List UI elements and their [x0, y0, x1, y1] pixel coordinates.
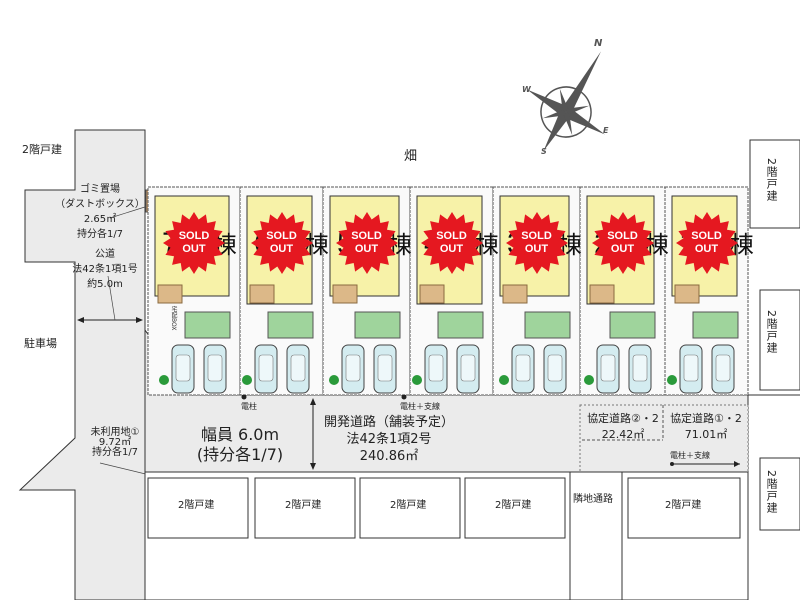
dev-road-law: 法42条1項2号 [346, 432, 432, 447]
unused-land-title: 未利用地① [90, 427, 140, 438]
adjacent-path-label: 隣地通路 [573, 494, 613, 505]
public-road-law: 法42条1項1号 [72, 264, 138, 275]
terrace [419, 284, 445, 304]
terrace [502, 284, 528, 304]
unused-land-area: 9.72㎡ [98, 437, 132, 448]
compass-w: W [522, 85, 531, 94]
out-text: OUT [182, 243, 206, 255]
parking-label: 駐車場 [24, 337, 57, 350]
tree-icon [412, 375, 422, 385]
compass-icon [527, 51, 605, 151]
sold-text: SOLD [436, 230, 467, 242]
agreement-road-1-label: 協定道路①・2 [670, 412, 742, 425]
unused-land-label: 未利用地① 9.72㎡ 持分各1/7 [70, 428, 160, 458]
garbage-area: 2.65㎡ [83, 214, 117, 225]
delivery-box-label: 宅配BOX [170, 306, 177, 331]
compass-s: S [541, 147, 547, 156]
agreement-road-1-area: 71.01㎡ [684, 428, 728, 441]
terrace [332, 284, 358, 304]
out-text: OUT [694, 243, 719, 255]
agreement-road-2-label: 協定道路②・2 [587, 412, 659, 425]
sold-text: SOLD [351, 230, 382, 242]
tree-icon [242, 375, 252, 385]
pole-guy-label: 電柱＋支線 [400, 402, 440, 411]
public-road-width: 約5.0m [87, 279, 123, 290]
neighbor-house-top-left: 2階戸建 [22, 143, 62, 156]
utility-pole-icon [401, 394, 407, 400]
dev-road-label: 開発道路（舗装予定） 法42条1項2号 240.86㎡ [314, 414, 464, 465]
agreement-road-area [579, 404, 749, 473]
lawn [692, 311, 739, 339]
sold-text: SOLD [521, 230, 552, 242]
lawn [354, 311, 401, 339]
road-width: 幅員 6.0m [200, 425, 280, 444]
compass-e: E [603, 126, 609, 135]
pole-label: 電柱 [241, 402, 257, 411]
neighbor-house-bottom-3: 2階戸建 [390, 500, 427, 511]
garbage-share: 持分各1/7 [76, 229, 124, 240]
dev-road-title: 開発道路（舗装予定） [323, 415, 454, 430]
unused-land-share: 持分各1/7 [91, 447, 139, 458]
pole-guy-label-right: 電柱＋支線 [670, 451, 710, 460]
starburst-icon [420, 212, 483, 274]
out-text: OUT [439, 243, 464, 255]
garbage-sub: （ダストボックス） [55, 199, 145, 210]
terrace [674, 284, 700, 304]
lawn [437, 311, 484, 339]
sold-text: SOLD [178, 230, 210, 242]
utility-pole-icon [241, 394, 247, 400]
garbage-area-label: ゴミ置場 （ダストボックス） 2.65㎡ 持分各1/7 [50, 180, 150, 240]
lawn [524, 311, 571, 339]
starburst-icon [163, 212, 225, 274]
neighbor-house-right-bottom: 2階戸建 [765, 470, 779, 514]
sold-text: SOLD [266, 230, 297, 242]
terrace [157, 284, 183, 304]
road-width-label: 幅員 6.0m (持分各1/7) [190, 425, 290, 465]
garbage-title: ゴミ置場 [80, 184, 120, 195]
tree-icon [499, 375, 509, 385]
tree-icon [159, 375, 169, 385]
field-label: 畑 [404, 149, 418, 164]
terrace [589, 284, 615, 304]
public-road-title: 公道 [95, 249, 115, 260]
dev-road-area: 240.86㎡ [359, 449, 419, 464]
neighbor-house-bottom-2: 2階戸建 [285, 500, 322, 511]
out-text: OUT [524, 243, 549, 255]
lawn [609, 311, 656, 339]
public-road-label: 公道 法42条1項1号 約5.0m [55, 245, 155, 290]
agreement-road-1: 協定道路①・2 71.01㎡ [664, 410, 748, 442]
starburst-icon [505, 212, 568, 274]
starburst-icon [591, 212, 654, 274]
starburst-icon [675, 212, 738, 274]
lawn [184, 311, 231, 339]
neighbor-house-bottom-4: 2階戸建 [495, 500, 532, 511]
neighbor-house-right-middle: 2階戸建 [765, 310, 779, 354]
out-text: OUT [354, 243, 379, 255]
tree-icon [667, 375, 677, 385]
tree-icon [329, 375, 339, 385]
neighbor-house-bottom-1: 2階戸建 [178, 500, 215, 511]
sold-text: SOLD [691, 230, 722, 242]
terrace [249, 284, 275, 304]
tree-icon [584, 375, 594, 385]
starburst-icon [335, 212, 398, 274]
agreement-road-2-area: 22.42㎡ [601, 428, 645, 441]
road-share: (持分各1/7) [196, 445, 284, 464]
compass-n: N [594, 38, 603, 49]
out-text: OUT [269, 243, 294, 255]
sold-text: SOLD [607, 230, 638, 242]
out-text: OUT [610, 243, 635, 255]
agreement-road-2: 協定道路②・2 22.42㎡ [582, 410, 664, 442]
lawn [267, 311, 314, 339]
neighbor-house-right-top: 2階戸建 [765, 158, 779, 202]
neighbor-house-bottom-5: 2階戸建 [665, 500, 702, 511]
starburst-icon [250, 212, 313, 274]
